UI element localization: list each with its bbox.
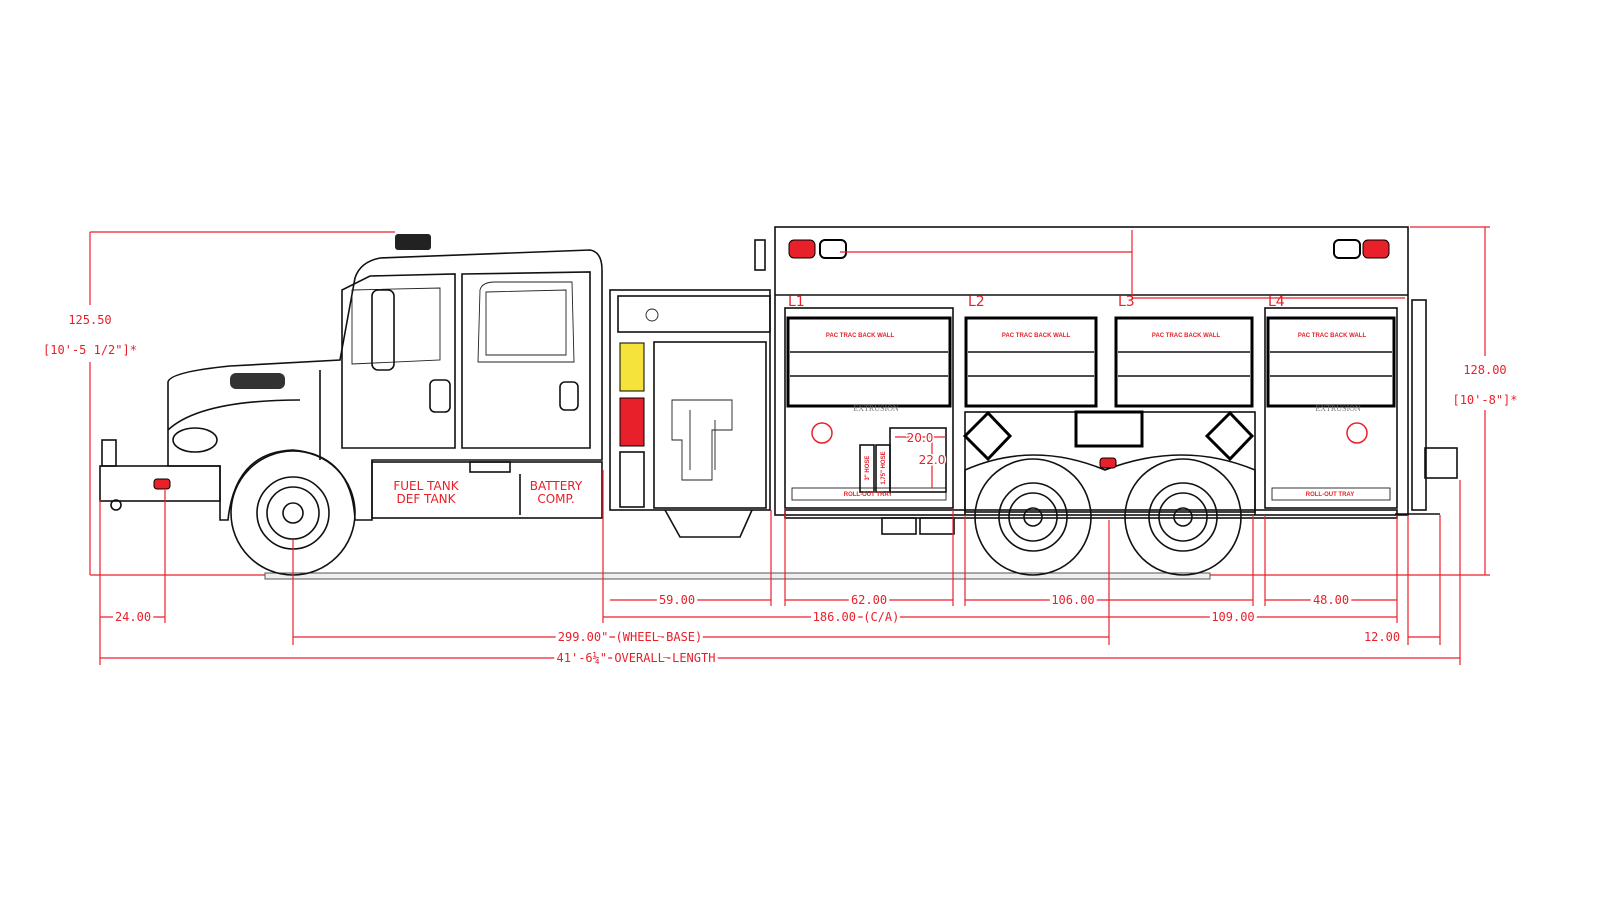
- front-height-dimension: 125.50 [10'-5 1/2"]*: [43, 231, 395, 575]
- hose-3-label: 3" HOSE: [865, 456, 871, 481]
- overall-length-dim: 41'-6¼" OVERALL LENGTH: [557, 651, 716, 665]
- pump-panel: [609, 239, 771, 538]
- rear-height-feet: [10'-8"]*: [1452, 393, 1517, 407]
- compartment-L4: L4 PAC TRAC BACK WALL EXTRUSION ROLL-OUT…: [1264, 294, 1398, 509]
- l1-dim: 62.00: [851, 593, 887, 607]
- hose-175-label: 1.75" HOSE: [881, 451, 887, 484]
- compartment-id: L1: [788, 294, 805, 310]
- rear-overhang-dim: 109.00: [1211, 610, 1254, 624]
- front-overhang-dim: 24.00: [115, 610, 151, 624]
- dimension-row-1: 59.00 62.00 106.00 48.00: [610, 590, 1397, 610]
- hose-width-dim: 20.0: [907, 431, 934, 445]
- pump-panel-dim: 59.00: [659, 593, 695, 607]
- rear-wheel-rear: [1124, 458, 1242, 576]
- dimension-row-3: 299.00" (WHEEL BASE) 12.00: [293, 627, 1440, 647]
- compartment-id: L2: [968, 294, 985, 310]
- compartment-L1: L1 PAC TRAC BACK WALL EXTRUSION: [784, 294, 954, 509]
- front-bumper: [99, 439, 221, 511]
- back-wall-label: PAC TRAC BACK WALL: [1152, 333, 1221, 339]
- back-wall-label: PAC TRAC BACK WALL: [1002, 333, 1071, 339]
- compartment-L2: L2 PAC TRAC BACK WALL: [964, 294, 1098, 408]
- battery-label: BATTERY: [530, 479, 583, 493]
- extension-lines: [99, 470, 1461, 665]
- back-wall-label: PAC TRAC BACK WALL: [826, 333, 895, 339]
- front-height-feet: [10'-5 1/2"]*: [43, 343, 137, 357]
- def-tank-label: DEF TANK: [397, 492, 457, 506]
- dimension-row-4: 41'-6¼" OVERALL LENGTH: [100, 648, 1460, 668]
- hose-height-dim: 22.0: [919, 453, 946, 467]
- rear-wheel-front: [974, 458, 1092, 576]
- rear-height-value: 128.00: [1463, 363, 1506, 377]
- compartment-id: L3: [1118, 294, 1135, 310]
- fuel-tank-label: FUEL TANK: [393, 479, 459, 493]
- hose-storage: 3" HOSE 1.75" HOSE 20.0 22.0 ROLL-OUT TR…: [844, 427, 947, 498]
- compartment-L3: L3 PAC TRAC BACK WALL: [1114, 294, 1254, 408]
- comp-label: COMP.: [537, 492, 574, 506]
- cab-to-axle-dim: 186.00 (C/A): [813, 610, 900, 624]
- extrusion-label: EXTRUSION: [853, 404, 899, 413]
- extrusion-label: EXTRUSION: [1315, 404, 1361, 413]
- dimension-row-2: 24.00 186.00 (C/A) 109.00: [100, 607, 1397, 627]
- compartment-id: L4: [1268, 294, 1285, 310]
- l4-dim: 48.00: [1313, 593, 1349, 607]
- wheel-well-dim: 106.00: [1051, 593, 1094, 607]
- back-wall-label: PAC TRAC BACK WALL: [1298, 333, 1367, 339]
- wheel-base-dim: 299.00" (WHEEL BASE): [558, 630, 703, 644]
- ground-bar: [264, 572, 1211, 580]
- rear-height-dimension: 128.00 [10'-8"]*: [1410, 226, 1518, 575]
- rollout-tray-label: ROLL-OUT TRAY: [844, 492, 892, 498]
- front-height-value: 125.50: [68, 313, 111, 327]
- tailboard-dim: 12.00: [1364, 630, 1400, 644]
- rollout-tray-label: ROLL-OUT TRAY: [1306, 492, 1354, 498]
- cab: [167, 234, 603, 521]
